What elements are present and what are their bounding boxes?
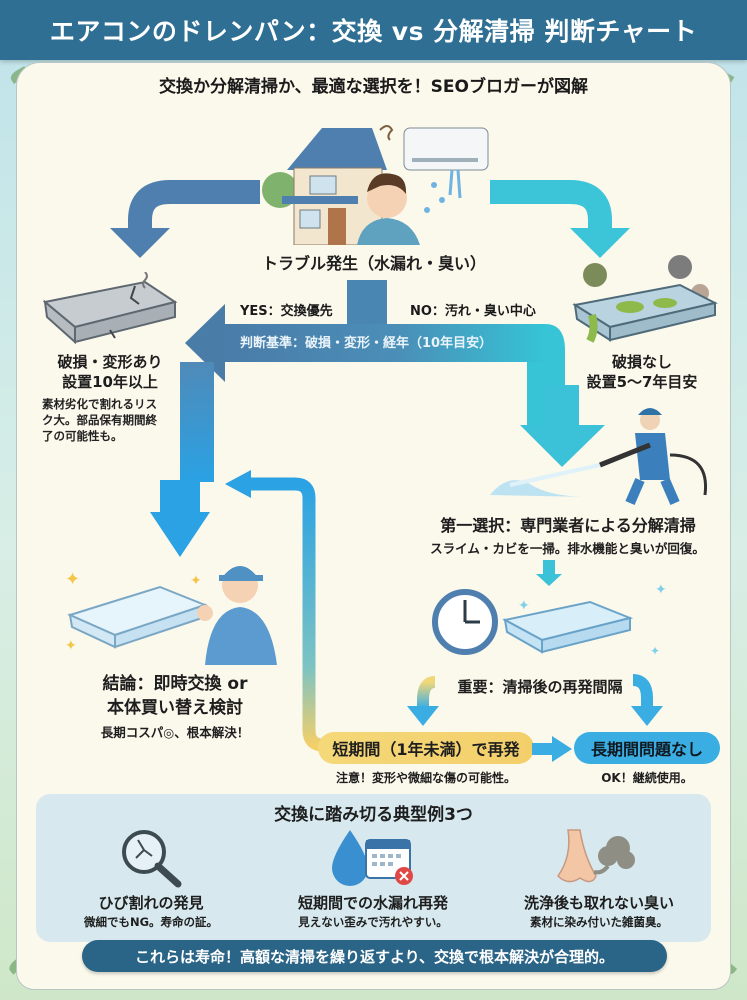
page-title: エアコンのドレンパン：交換 vs 分解清掃 判断チャート: [49, 17, 698, 46]
svg-text:✦: ✦: [655, 582, 667, 598]
short-recurrence-pill: 短期間（1年未満）で再発: [318, 732, 534, 764]
subtitle: 交換か分解清掃か、最適な選択を！SEOブロガーが図解: [159, 77, 588, 97]
example-note-2: 見えない歪みで汚れやすい。: [298, 915, 448, 929]
decision-criteria: 判断基準：破損・変形・経年（10年目安）: [240, 336, 493, 351]
title-bar: エアコンのドレンパン：交換 vs 分解清掃 判断チャート: [0, 0, 747, 60]
example-title-3: 洗浄後も取れない臭い: [523, 894, 674, 912]
right-branch-title-line1: 破損なし: [611, 353, 672, 371]
left-branch-title-line1: 破損・変形あり: [57, 353, 163, 371]
svg-text:✦: ✦: [650, 644, 660, 658]
clean-tray-and-clock: ✦ ✦ ✦: [432, 560, 667, 658]
water-drop-calendar-icon: [332, 830, 413, 886]
example-title-1: ひび割れの発見: [98, 894, 204, 912]
long-no-problem-pill: 長期間問題なし: [574, 732, 720, 764]
left-branch-note-line2: ク大。部品保有期間終: [42, 413, 157, 427]
conclusion-title-line1: 結論：即時交換 or: [102, 674, 248, 694]
long-no-problem-note: OK！継続使用。: [601, 771, 693, 785]
cleaning-note: スライム・カビを一掃。排水機能と臭いが回復。: [430, 541, 705, 556]
left-branch-note-line3: 了の可能性も。: [42, 429, 123, 443]
trouble-illustration: [262, 125, 489, 245]
svg-text:✦: ✦: [190, 573, 202, 589]
left-branch-note: 素材劣化で割れるリス ク大。部品保有期間終 了の可能性も。: [42, 396, 182, 444]
conclusion-title-line2: 本体買い替え検討: [107, 698, 243, 718]
svg-text:✦: ✦: [65, 638, 77, 654]
svg-text:✦: ✦: [518, 598, 530, 614]
example-note-3: 素材に染み付いた雑菌臭。: [530, 915, 668, 929]
start-node-label: トラブル発生（水漏れ・臭い）: [261, 254, 486, 273]
recurrence-return-arrow: [225, 470, 324, 752]
cleaning-title: 第一選択：専門業者による分解清掃: [440, 516, 696, 535]
nose-smell-icon: [557, 829, 635, 883]
example-note-1: 微細でもNG。寿命の証。: [83, 915, 219, 929]
pressure-washing-illustration: [490, 385, 708, 505]
magnifier-crack-icon: [122, 830, 182, 888]
cracked-tray-icon: [42, 272, 178, 345]
recurrence-split-arrows: [407, 674, 663, 726]
arrow-short-to-long: [532, 736, 572, 762]
right-branch-title: 破損なし 設置5〜7年目安: [572, 352, 712, 392]
left-branch-note-line1: 素材劣化で割れるリス: [42, 397, 157, 411]
arrow-to-conclusion: [150, 362, 214, 557]
short-recurrence-note: 注意！変形や微細な傷の可能性。: [335, 771, 516, 785]
conclusion-note: 長期コスパ◎、根本解決！: [100, 725, 250, 740]
example-title-2: 短期間での水漏れ再発: [297, 894, 448, 912]
no-branch-label: NO：汚れ・臭い中心: [410, 304, 536, 319]
conclusion-title: 結論：即時交換 or 本体買い替え検討: [60, 672, 290, 720]
moldy-tray-icon: [572, 255, 718, 343]
new-tray-and-technician: ✦ ✦ ✦: [65, 566, 277, 665]
right-branch-title-line2: 設置5〜7年目安: [586, 373, 698, 391]
examples-heading: 交換に踏み切る典型例3つ: [274, 805, 473, 825]
left-branch-title: 破損・変形あり 設置10年以上: [40, 352, 180, 392]
footer-message: これらは寿命！高額な清掃を繰り返すより、交換で根本解決が合理的。: [82, 940, 667, 972]
arrow-to-right-tray: [490, 180, 630, 258]
recurrence-heading: 重要：清掃後の再発間隔: [457, 678, 623, 696]
svg-text:✦: ✦: [65, 569, 80, 590]
yes-branch-label: YES：交換優先: [240, 304, 333, 319]
arrow-to-left-tray: [110, 180, 260, 258]
left-branch-title-line2: 設置10年以上: [62, 373, 158, 391]
